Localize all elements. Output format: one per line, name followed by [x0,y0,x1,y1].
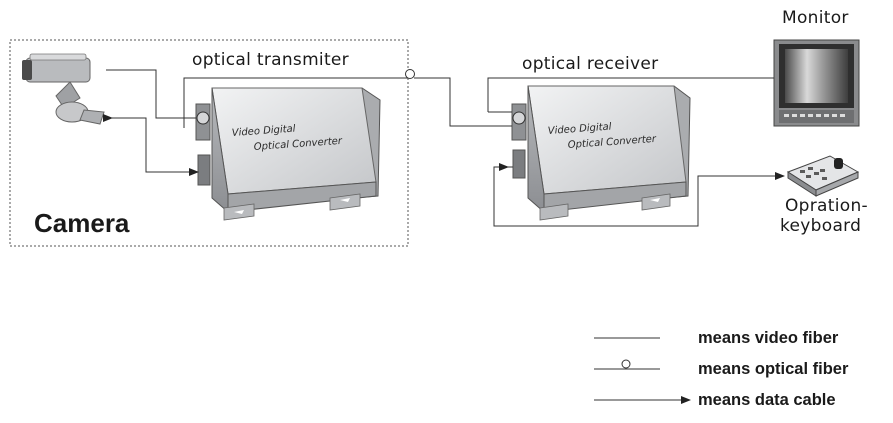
legend-circle-icon [621,359,631,369]
video-line-monitor [487,77,774,112]
data-line-camera [103,114,199,176]
data-port [512,149,526,179]
receiver-text-line1: Video Digital [547,122,612,137]
video-line-camera [106,69,196,119]
optical-fiber-line-2 [414,77,512,127]
camera-enclosure [9,39,409,247]
optical-fiber-marker [405,69,415,79]
keyboard-label-line2: keyboard [780,216,862,236]
monitor-label: Monitor [782,8,849,28]
legend-text-optical: means optical fiber [698,360,849,378]
camera-icon [22,53,105,125]
optical-transmitter-device: Video Digital Optical Converter [195,87,381,221]
legend-text-data: means data cable [698,391,836,409]
optical-receiver-device: Video Digital Optical Converter [511,85,691,221]
monitor-icon [773,39,860,127]
transmitter-text-line1: Video Digital [231,124,296,139]
optical-fiber-line [183,77,410,128]
legend-text-video: means video fiber [698,329,839,347]
data-port [197,154,211,186]
optical-transmitter-label: optical transmiter [192,50,349,70]
keyboard-label-line1: Opration- [785,196,868,216]
optical-receiver-label: optical receiver [522,54,659,74]
camera-label: Camera [34,208,130,238]
keyboard-icon [786,155,860,197]
